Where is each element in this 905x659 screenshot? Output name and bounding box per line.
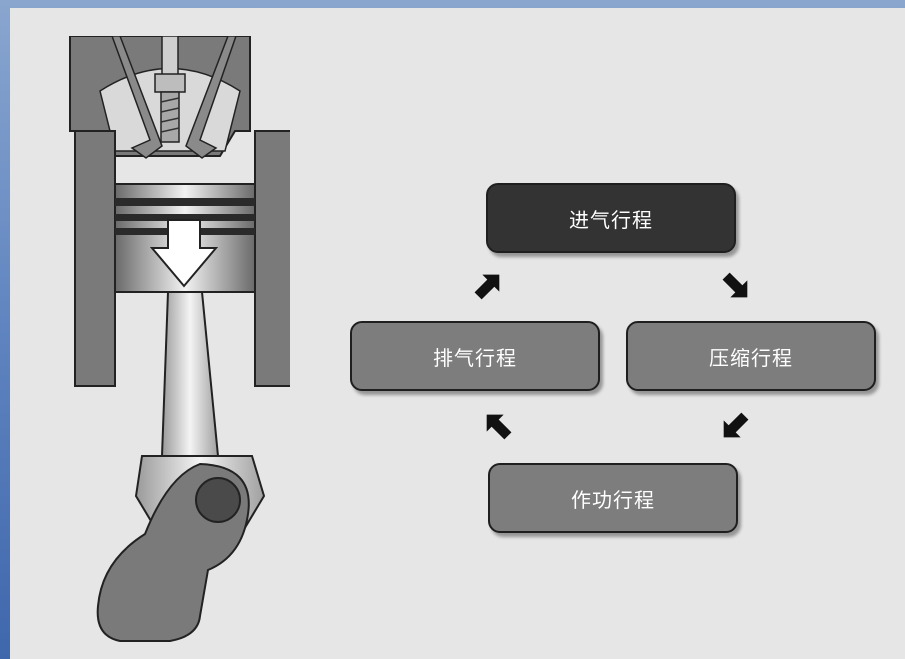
cylinder-wall-left — [74, 130, 116, 387]
intake-valve — [111, 36, 163, 159]
stage-power: 作功行程 — [488, 463, 738, 533]
arrow-compression-to-power — [723, 412, 749, 438]
engine-cylinder-illustration — [69, 36, 290, 642]
arrow-exhaust-to-intake — [474, 274, 500, 300]
piston-ring — [115, 198, 255, 206]
cycle-arrows — [474, 272, 749, 440]
stage-exhaust: 排气行程 — [350, 321, 600, 391]
stage-intake: 进气行程 — [486, 183, 736, 253]
arrow-intake-to-compression — [722, 272, 748, 298]
stage-compression: 压缩行程 — [626, 321, 876, 391]
slide-panel: 进气行程 压缩行程 作功行程 排气行程 — [10, 8, 905, 659]
piston-down-arrow — [149, 219, 219, 288]
exhaust-valve — [185, 36, 237, 159]
piston-ring — [115, 214, 255, 221]
arrow-power-to-exhaust — [486, 414, 512, 440]
crank-pin — [195, 477, 241, 523]
